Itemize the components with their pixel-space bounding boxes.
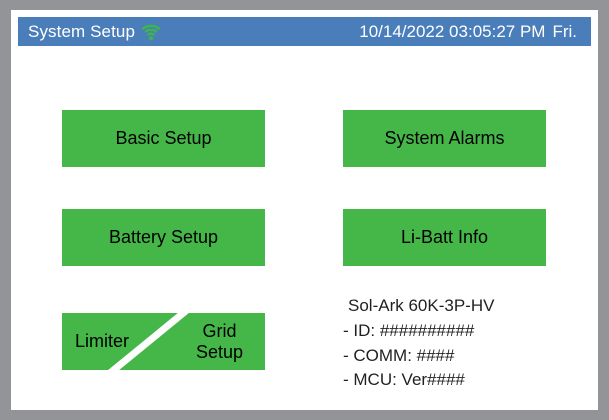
limiter-grid-setup-split-button[interactable]: Limiter Grid Setup	[62, 313, 265, 370]
li-batt-info-button[interactable]: Li-Batt Info	[343, 209, 546, 266]
datetime-value: 10/14/2022 03:05:27 PM	[359, 21, 546, 41]
system-alarms-button[interactable]: System Alarms	[343, 110, 546, 167]
battery-setup-button[interactable]: Battery Setup	[62, 209, 265, 266]
title-bar-left: System Setup	[18, 22, 161, 42]
grid-setup-label-line2: Setup	[195, 341, 244, 362]
wifi-icon	[141, 24, 161, 41]
device-id: - ID: ##########	[343, 320, 475, 340]
page-title: System Setup	[28, 21, 136, 41]
grid-setup-label-line1: Grid	[202, 321, 237, 342]
main-menu: Basic Setup System Alarms Battery Setup …	[11, 46, 598, 410]
basic-setup-button[interactable]: Basic Setup	[62, 110, 265, 167]
device-info-block: Sol-Ark 60K-3P-HV - ID: ########## - COM…	[343, 294, 568, 393]
limiter-button[interactable]: Limiter	[75, 331, 130, 352]
clock: 10/14/2022 03:05:27 PM Fri.	[359, 22, 577, 42]
day-of-week: Fri.	[552, 21, 577, 41]
device-mcu-version: - MCU: Ver####	[343, 370, 465, 390]
grid-setup-button[interactable]: Grid Setup	[174, 313, 265, 370]
device-model: Sol-Ark 60K-3P-HV	[348, 296, 495, 315]
title-bar: System Setup 10/14/2022 03:05:27 PM Fri.	[18, 17, 591, 46]
device-comm-version: - COMM: ####	[343, 345, 455, 365]
